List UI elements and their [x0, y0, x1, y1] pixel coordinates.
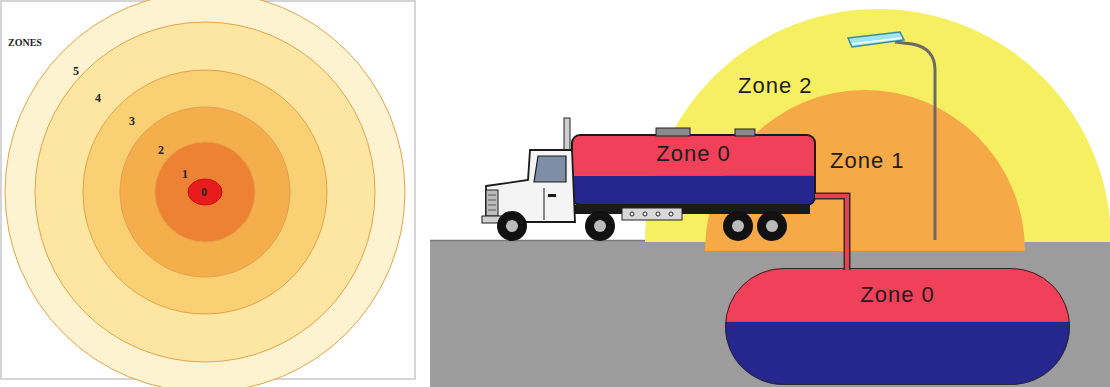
legend-title: ZONES [8, 36, 42, 50]
door-handle [548, 194, 556, 197]
zone-region: Zone 1 [705, 90, 1025, 251]
ground [430, 240, 1110, 387]
zone-label: Zone 0 [860, 282, 935, 308]
zone-number: 3 [129, 114, 135, 128]
zone-label: Zone 0 [656, 141, 731, 167]
wheels [497, 211, 787, 241]
tool-box-marks [630, 212, 673, 216]
tanker-tank: Zone 0 [572, 135, 815, 205]
zone-number: 2 [158, 143, 164, 157]
storage-tank: Zone 0 [725, 268, 1070, 385]
zone-rings [5, 0, 405, 387]
zone-region-outline [645, 9, 1110, 242]
tank-hatch [735, 129, 755, 136]
cab-window [534, 156, 566, 182]
grille-bars [488, 195, 496, 210]
zone-label: Zone 1 [830, 148, 905, 174]
zone-number: 1 [182, 167, 188, 181]
zone-region: Zone 2 Zone 1 [645, 9, 1110, 242]
zone-label: Zone 2 [738, 73, 813, 99]
cab-door [544, 188, 545, 220]
truck-cab [486, 150, 575, 222]
zone-number: 0 [201, 185, 207, 199]
zone-number: 5 [73, 64, 79, 78]
tank-hatch [656, 128, 690, 136]
exhaust-stack [564, 118, 570, 152]
grille [486, 190, 498, 216]
zone-number: 4 [95, 91, 101, 105]
tool-box [622, 208, 682, 220]
